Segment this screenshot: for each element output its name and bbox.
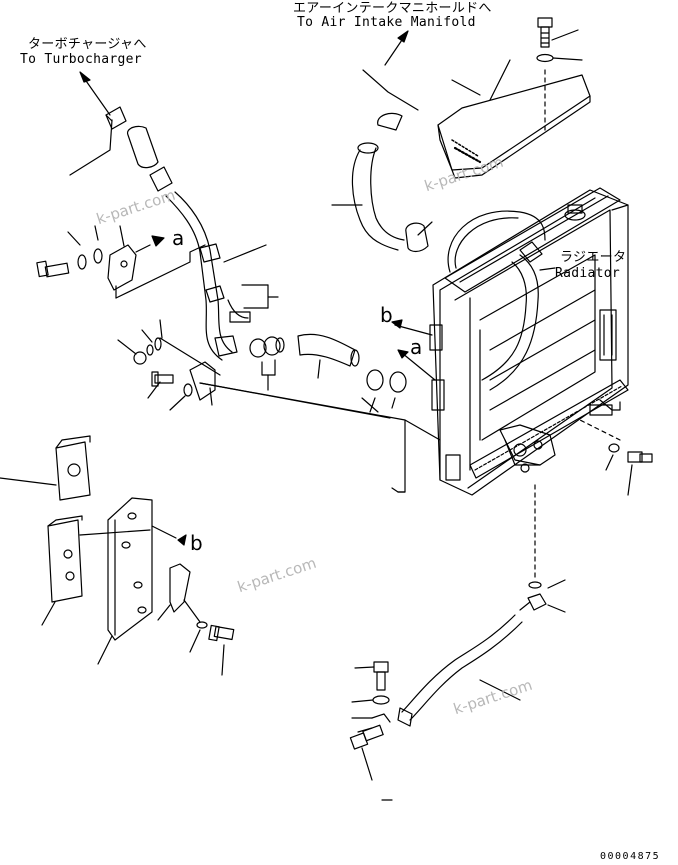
upper-left-bracket xyxy=(36,225,206,299)
middle-hoses-clamps xyxy=(249,333,360,391)
intake-direction-arrow xyxy=(362,30,419,111)
callout-a-lower: a xyxy=(410,335,423,359)
turbo-label-en: To Turbocharger xyxy=(20,52,142,67)
radiator-label-jp: ラジエータ xyxy=(560,250,627,265)
callout-a-upper: a xyxy=(172,226,185,250)
leader-lines xyxy=(159,319,441,493)
top-right-bolt xyxy=(536,17,583,131)
radiator-label-en: Radiator xyxy=(555,266,621,281)
turbo-label-jp: ターボチャージャへ xyxy=(28,37,147,52)
lower-bracket-bolt xyxy=(157,563,235,676)
callout-b-upper: b xyxy=(380,303,393,327)
right-bolt xyxy=(579,419,653,496)
intake-hose xyxy=(331,112,433,413)
drain-hose-assembly xyxy=(349,484,566,781)
left-fasteners xyxy=(117,319,216,411)
radiator-leader xyxy=(539,267,556,271)
intake-label-jp: エアーインテークマニホールドへ xyxy=(293,1,492,16)
callout-b-lower: b xyxy=(190,531,203,555)
lower-left-blocks xyxy=(0,435,187,665)
turbo-hose-assembly xyxy=(105,106,279,361)
intake-label-en: To Air Intake Manifold xyxy=(297,15,476,30)
turbo-direction-arrow xyxy=(69,71,113,176)
top-cover-plate xyxy=(437,59,591,179)
radiator-assembly xyxy=(429,187,629,496)
drawing-code: 00004875 xyxy=(600,851,661,862)
